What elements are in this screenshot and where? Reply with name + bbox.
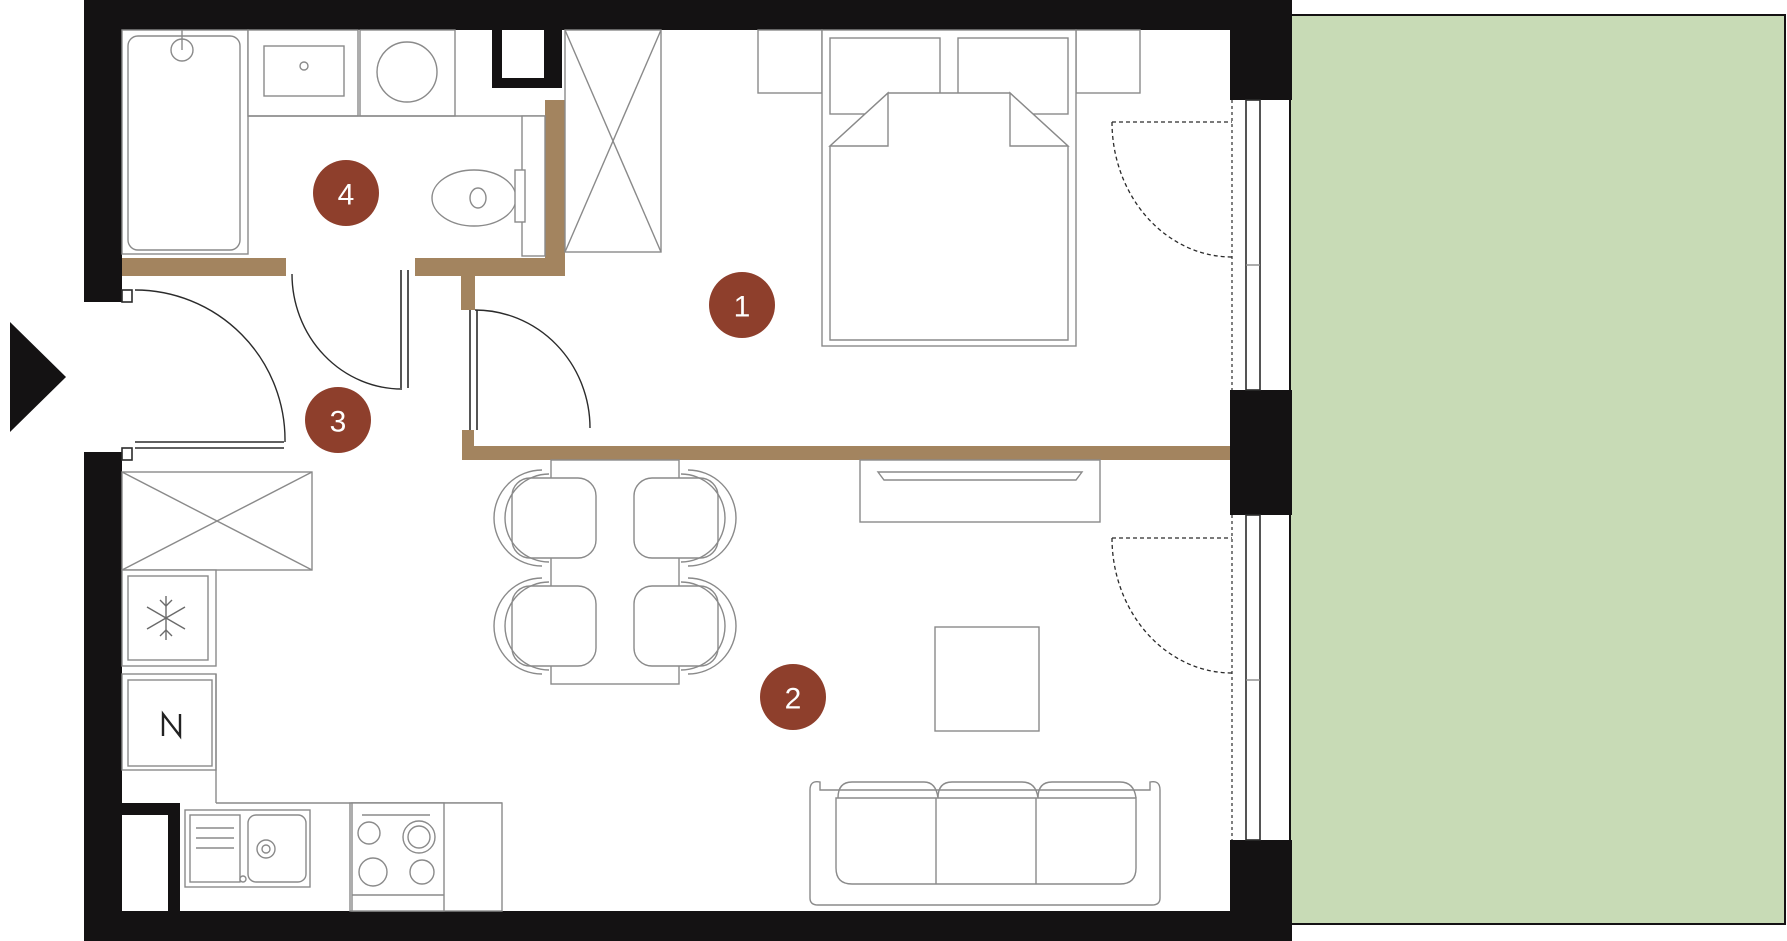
kitchen: [121, 471, 503, 912]
svg-text:3: 3: [330, 406, 347, 439]
snowflake-icon: [146, 596, 186, 640]
dining-set: [493, 459, 737, 685]
room-badge-1: 1: [709, 272, 775, 338]
entry-arrow-icon: [10, 322, 66, 432]
wardrobe: [564, 29, 662, 253]
svg-text:2: 2: [785, 683, 802, 716]
svg-text:1: 1: [734, 291, 751, 324]
sofa: [809, 780, 1161, 906]
exterior-walls: [84, 0, 1292, 941]
induction-hob-icon: [161, 710, 182, 740]
bathroom-fixtures: [121, 29, 546, 257]
room-badge-4: 4: [313, 160, 379, 226]
entry-door: [121, 289, 286, 461]
balcony-doors: [1111, 121, 1233, 674]
svg-text:4: 4: [338, 179, 355, 212]
bedroom-furniture: [757, 29, 1141, 347]
room-badge-3: 3: [305, 387, 371, 453]
interior-partitions: [122, 100, 1230, 460]
room-badge-2: 2: [760, 664, 826, 730]
windows: [1231, 99, 1261, 841]
bedroom-door: [469, 309, 591, 430]
coffee-table: [934, 626, 1040, 732]
terrace: [1289, 14, 1786, 925]
tv-unit: [859, 459, 1101, 523]
bathroom-door: [291, 270, 409, 390]
